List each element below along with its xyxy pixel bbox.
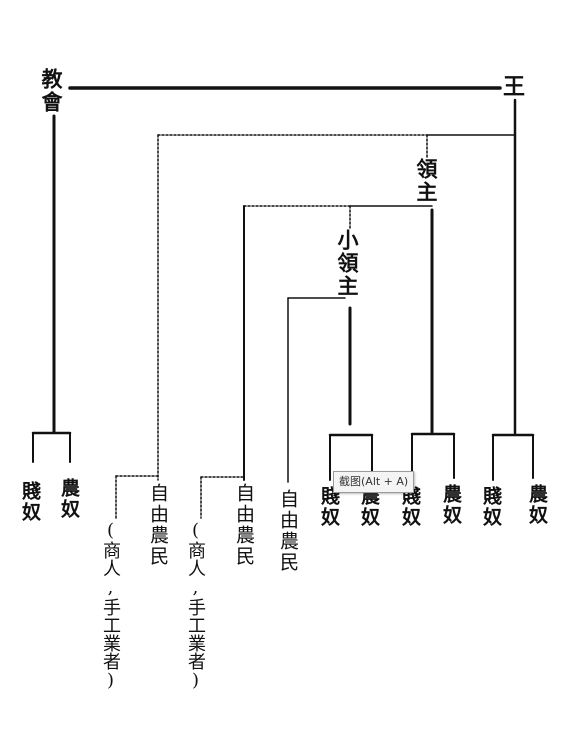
lord-serf-label: 農奴	[440, 484, 462, 526]
free-peasant-2-note: (商人,手工業者)	[185, 520, 206, 691]
free-peasant-1-note: (商人,手工業者)	[100, 520, 121, 691]
small-lord-serf-label: 農奴	[358, 486, 380, 528]
king-slave-label: 賤奴	[480, 486, 502, 528]
free-peasant-3-label: 自由農民	[277, 489, 299, 573]
screenshot-shortcut-tooltip: 截图(Alt + A)	[333, 471, 415, 493]
lord-label: 領主	[414, 158, 439, 204]
church-serf-label: 農奴	[58, 478, 80, 520]
king-label: 王	[503, 74, 526, 100]
king-serf-label: 農奴	[526, 484, 548, 526]
church-label: 教會	[39, 68, 64, 114]
free-peasant-1-label: 自由農民	[147, 483, 169, 567]
small-lord-slave-label: 賤奴	[318, 486, 340, 528]
small-lord-label: 小領主	[335, 229, 360, 298]
lord-slave-label: 賤奴	[399, 486, 421, 528]
church-slave-label: 賤奴	[19, 481, 41, 523]
free-peasant-2-label: 自由農民	[233, 483, 255, 567]
